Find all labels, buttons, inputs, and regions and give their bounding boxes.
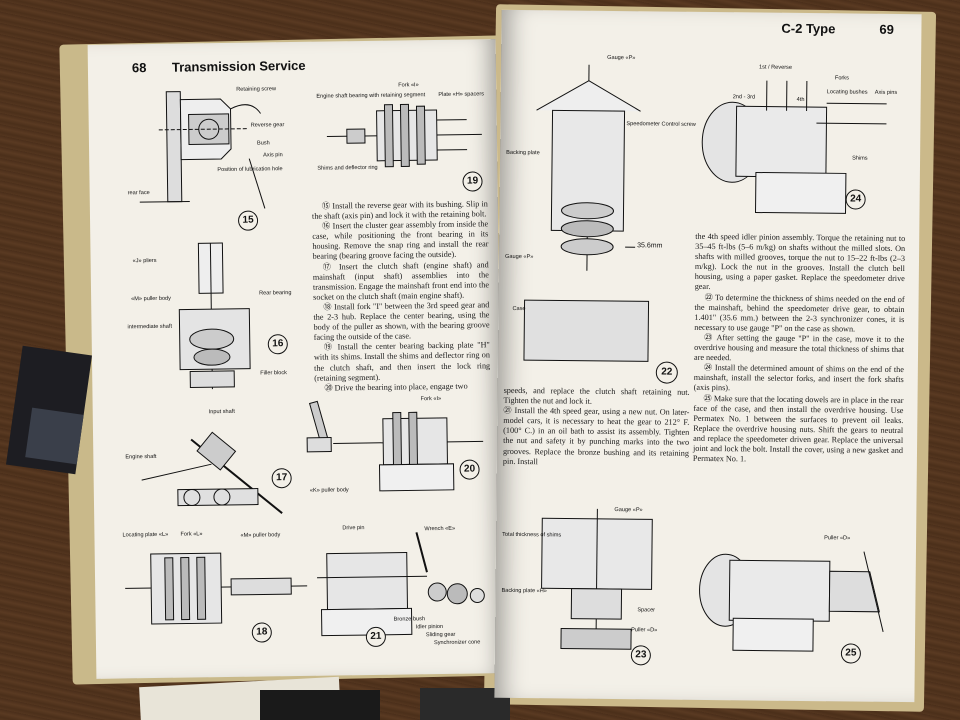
step-22: ㉒ To determine the thickness of shims ne…: [694, 292, 905, 334]
step-16: ⑯ Insert the cluster gear assembly from …: [312, 219, 489, 262]
label-locating-plate: Locating plate «L»: [122, 531, 169, 539]
figure-17: Input shaft Engine shaft 17: [121, 408, 313, 529]
figure-21: Drive pin Wrench «E» Bronze bush Idler p…: [306, 511, 498, 654]
label-m-puller: «M» puller body: [131, 295, 172, 303]
label-fourth: 4th: [796, 96, 805, 103]
text-continued: the 4th speed idler pinion assembly. Tor…: [694, 231, 906, 292]
label-plate-h: Plate «H» spacers: [438, 91, 485, 98]
left-page: 68 Transmission Service Retaining screw …: [87, 39, 505, 679]
label-rear-bearing: Rear bearing: [259, 290, 292, 297]
background-book-strip: [25, 407, 84, 465]
figure-17-drawing: [141, 431, 283, 514]
label-shims-24: Shims: [852, 155, 868, 162]
label-locating-bushes: Locating bushes: [826, 89, 868, 96]
figure-23-number: 23: [630, 645, 651, 666]
label-retaining-screw: Retaining screw: [236, 86, 277, 93]
figure-20-drawing: [306, 400, 484, 492]
label-wrench-e: Wrench «E»: [424, 525, 456, 533]
label-forks: Forks: [834, 75, 849, 82]
label-lube-hole: Position of lubrication hole: [217, 166, 283, 174]
label-axis-pins: Axis pins: [874, 89, 898, 96]
right-page: C-2 Type 69 Gauge «P» Speedometer Contro…: [494, 9, 922, 703]
right-page-header: C-2 Type: [781, 20, 836, 37]
figure-17-number: 17: [271, 468, 292, 489]
label-spacer: Spacer: [637, 607, 656, 614]
figure-15-drawing: [139, 91, 266, 209]
figure-16: «J» pliers «M» puller body Rear bearing …: [118, 238, 310, 411]
label-m-puller-18: «M» puller body: [240, 532, 281, 539]
figure-25-drawing: [699, 551, 884, 652]
figure-22-drawing: [523, 64, 650, 362]
label-gauge-p: Gauge «P»: [607, 54, 636, 62]
label-puller-d-25: Puller «D»: [824, 535, 851, 542]
figure-24-number: 24: [845, 189, 866, 210]
figure-24: 1st / Reverse 2nd - 3rd 4th Forks Locati…: [695, 62, 907, 224]
figure-25-number: 25: [840, 643, 861, 664]
label-bush: Bush: [256, 140, 270, 147]
label-intermediate-shaft: intermediate shaft: [127, 323, 173, 331]
figure-15: Retaining screw Reverse gear Bush Axis p…: [118, 78, 310, 241]
step-18: ⑱ Install fork "I" between the 3rd speed…: [313, 300, 490, 342]
figure-19-drawing: [326, 103, 482, 168]
right-page-number: 69: [879, 21, 894, 37]
figure-18-drawing: [125, 552, 308, 625]
step-24: ㉔ Install the determined amount of shims…: [693, 363, 904, 393]
label-drive-pin: Drive pin: [342, 525, 365, 532]
label-dimension: 35.6mm: [637, 242, 663, 250]
figure-20: Fork «I» «K» puller body 20: [302, 389, 494, 502]
figure-21-drawing: [317, 532, 485, 637]
label-case: Case: [512, 305, 526, 313]
label-total-shims: Total thickness of shims: [502, 531, 562, 539]
label-j-pliers: «J» pliers: [132, 257, 157, 265]
label-k-puller: «K» puller body: [309, 487, 349, 494]
figure-23-drawing: [541, 508, 653, 650]
figure-20-number: 20: [459, 459, 480, 480]
label-engine-shaft: Engine shaft: [125, 453, 157, 461]
background-object: [260, 690, 380, 720]
figure-16-drawing: [178, 242, 251, 390]
label-second-third: 2nd - 3rd: [732, 94, 756, 101]
label-backing-plate: Backing plate: [506, 149, 540, 157]
label-input-shaft: Input shaft: [208, 408, 235, 416]
label-shims-deflector: Shims and deflector ring: [317, 164, 378, 172]
left-page-title: Transmission Service: [171, 57, 306, 75]
label-axis-pin: Axis pin: [263, 152, 283, 159]
label-synchro-cone: Synchronizer cone: [433, 639, 481, 647]
label-idler-pinion: Idler pinion: [415, 623, 444, 631]
figure-22-number: 22: [655, 361, 678, 384]
figure-22: Gauge «P» Speedometer Control screw Back…: [504, 50, 698, 392]
label-fork-i: Fork «I»: [398, 82, 419, 89]
label-first-reverse: 1st / Reverse: [758, 64, 793, 71]
label-speedo-screw: Speedometer Control screw: [626, 121, 696, 128]
figure-24-drawing: [701, 80, 887, 214]
step-15: ⑮ Install the reverse gear with its bush…: [311, 199, 488, 221]
label-bronze-bush: Bronze bush: [393, 616, 426, 623]
label-sliding-gear: Sliding gear: [425, 631, 456, 639]
figure-18: Locating plate «L» Fork «L» «M» puller b…: [120, 526, 312, 659]
step-19: ⑲ Install the center bearing backing pla…: [313, 340, 491, 383]
figure-23: Gauge «P» Total thickness of shims Backi…: [501, 498, 693, 670]
label-filler-block: Filler block: [260, 370, 287, 377]
label-fork-i-20: Fork «I»: [420, 395, 442, 403]
label-rear-face: rear face: [127, 190, 150, 197]
label-puller-d-23: Puller «D»: [631, 627, 658, 634]
figure-21-number: 21: [365, 626, 387, 648]
left-page-number: 68: [131, 60, 147, 76]
right-page-text: the 4th speed idler pinion assembly. Tor…: [693, 232, 905, 466]
step-23: ㉓ After setting the gauge "P" in the cas…: [693, 332, 905, 363]
left-page-steps: ⑮ Install the reverse gear with its bush…: [312, 199, 491, 393]
step-25: ㉕ Make sure that the locating dowels are…: [692, 393, 904, 464]
label-gauge-p-23: Gauge «P»: [614, 507, 643, 514]
step-17: ⑰ Insert the clutch shaft (engine shaft)…: [312, 259, 490, 302]
figure-19: Engine shaft bearing with retaining segm…: [316, 79, 493, 199]
label-fork-l: Fork «L»: [180, 531, 203, 538]
label-reverse-gear: Reverse gear: [250, 122, 285, 129]
label-gauge-p-lower: Gauge «P»: [504, 253, 534, 261]
figure-25: Puller «D» 25: [693, 530, 904, 672]
left-continued-text: speeds, and replace the clutch shaft ret…: [502, 385, 690, 466]
label-backing-plate-h: Backing plate «H»: [501, 587, 547, 595]
